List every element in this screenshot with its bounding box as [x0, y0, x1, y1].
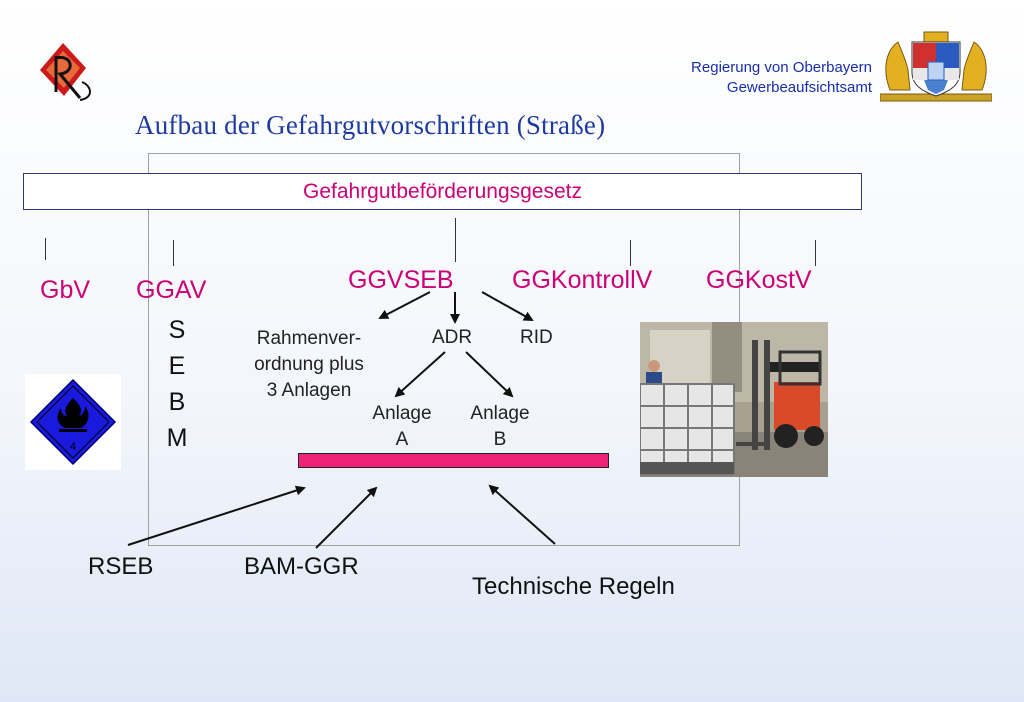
connector-gbv	[45, 238, 46, 260]
reg-ggvseb: GGVSEB	[348, 266, 454, 294]
forklift-photo	[640, 322, 828, 477]
anlage-b-line-1: Anlage	[470, 403, 530, 424]
reg-ggav: GGAV	[136, 276, 207, 304]
org-line-1: Regierung von Oberbayern	[691, 59, 872, 76]
page-title: Aufbau der Gefahrgutvorschriften (Straße…	[135, 110, 606, 140]
sebm-e: E	[168, 352, 186, 380]
flame-icon	[57, 398, 89, 428]
connector-ggav	[173, 240, 174, 266]
arrow-ggvseb-rid	[481, 291, 534, 321]
connector-ggkontrollv	[630, 240, 631, 266]
sebm-s: S	[168, 316, 186, 344]
arrow-adr-anlage-b	[465, 351, 514, 398]
sebm-b: B	[168, 388, 186, 416]
reg-ggkostv: GGKostV	[706, 266, 812, 294]
technische-regeln-label: Technische Regeln	[472, 573, 675, 600]
connector-ggvseb	[455, 218, 456, 262]
rseb-label: RSEB	[88, 553, 154, 580]
adr-label: ADR	[432, 327, 473, 348]
anlage-b-label: Anlage B	[458, 401, 542, 453]
law-box	[23, 173, 862, 210]
law-label: Gefahrgutbeförderungsgesetz	[302, 180, 583, 203]
arrow-bam	[315, 486, 378, 549]
anlage-a-line-2: A	[395, 429, 409, 450]
reg-ggkontrollv: GGKontrollV	[512, 266, 653, 294]
logo	[36, 38, 98, 104]
arrow-rseb	[127, 485, 306, 546]
rahmen-line-3: 3 Anlagen	[266, 380, 352, 401]
rahmen-line-2: ordnung plus	[254, 354, 364, 375]
arrow-adr-anlage-a	[394, 351, 446, 398]
rahmenordnung-label: Rahmenver- ordnung plus 3 Anlagen	[234, 326, 384, 404]
rahmen-line-1: Rahmenver-	[256, 328, 362, 349]
hazard-sign: 4	[25, 374, 121, 470]
anlage-b-line-2: B	[493, 429, 507, 450]
arrow-tech	[488, 484, 556, 545]
org-line-2: Gewerbeaufsichtsamt	[726, 79, 872, 96]
anlage-a-label: Anlage A	[360, 401, 444, 453]
bam-ggr-label: BAM-GGR	[244, 553, 359, 580]
sebm-m: M	[166, 424, 188, 452]
arrow-ggvseb-rahmen	[378, 291, 431, 319]
regulation-bar	[298, 453, 609, 468]
rid-label: RID	[520, 327, 553, 348]
sebm-label: S E B M	[162, 312, 192, 456]
hazard-class-number: 4	[70, 441, 76, 453]
organization-name: Regierung von Oberbayern Gewerbeaufsicht…	[691, 58, 872, 98]
anlage-a-line-1: Anlage	[372, 403, 432, 424]
coat-of-arms-icon	[879, 30, 993, 102]
reg-gbv: GbV	[40, 276, 91, 304]
connector-ggkostv	[815, 240, 816, 266]
